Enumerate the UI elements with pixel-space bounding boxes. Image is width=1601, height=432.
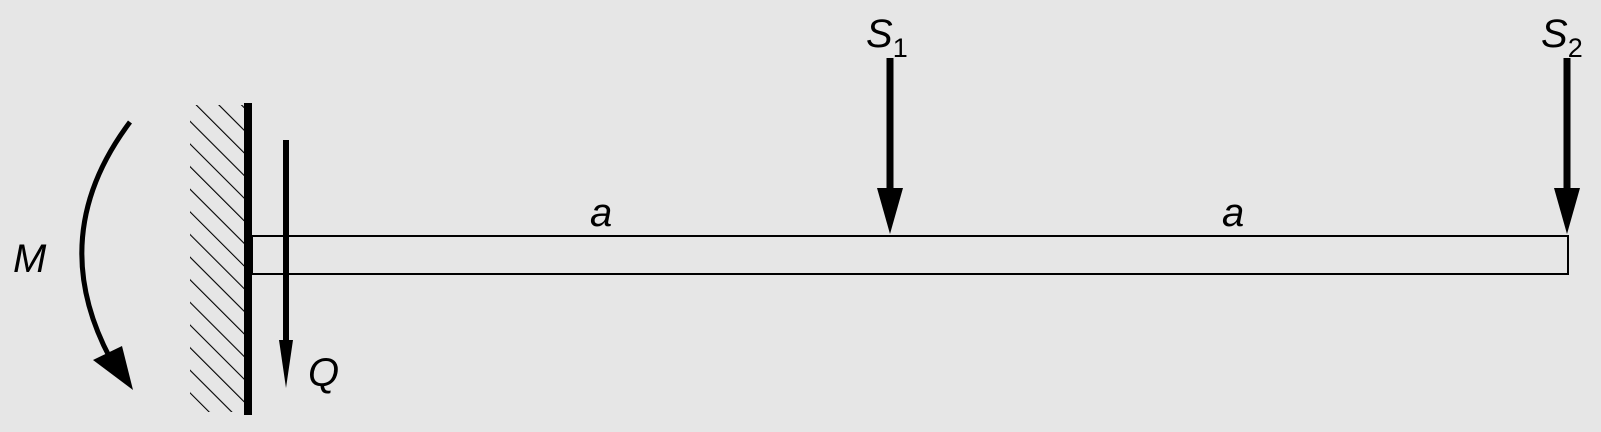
load-s2-arrow bbox=[1554, 58, 1580, 234]
load-s1-arrow bbox=[877, 58, 903, 234]
shear-arrow bbox=[279, 140, 293, 388]
shear-label: Q bbox=[308, 351, 339, 395]
span1-label: a bbox=[590, 191, 612, 235]
load-s1-label: S1 bbox=[866, 12, 908, 63]
moment-arrow bbox=[79, 120, 133, 390]
load-s2-label: S2 bbox=[1541, 12, 1583, 63]
fixed-support bbox=[190, 103, 252, 415]
moment-label: M bbox=[13, 237, 47, 281]
span2-label: a bbox=[1222, 191, 1244, 235]
wall-hatching bbox=[190, 105, 246, 412]
beam bbox=[251, 235, 1569, 275]
